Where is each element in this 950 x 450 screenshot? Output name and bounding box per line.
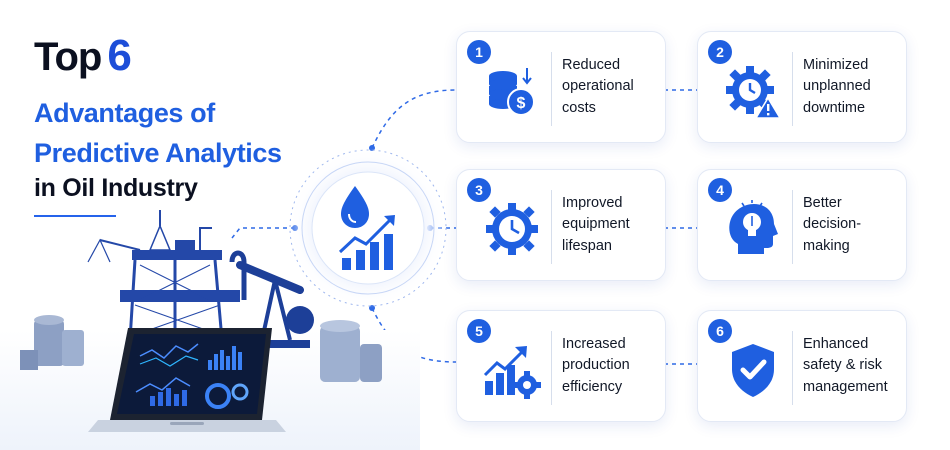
advantage-card-5: 5 Increased production efficiency: [456, 310, 666, 422]
card-divider: [792, 190, 793, 264]
oil-rig-icon: [87, 210, 240, 341]
shield-check-icon: [732, 344, 774, 397]
card-divider: [551, 331, 552, 405]
advantage-number-badge: 4: [708, 178, 732, 202]
storage-tanks-right-icon: [320, 320, 382, 382]
advantage-card-1: 1 $ Reduced operational costs: [456, 31, 666, 143]
advantage-label: Reduced operational costs: [562, 57, 634, 116]
title-line-1: Advantages of: [34, 98, 215, 128]
gear-clock-icon: [486, 203, 538, 255]
hub-oil-analytics-icon: [288, 148, 448, 308]
growth-gear-icon: [483, 346, 541, 399]
advantage-label: Minimized unplanned downtime: [803, 57, 871, 116]
card-divider: [551, 52, 552, 126]
svg-text:$: $: [517, 95, 526, 112]
pump-jack-icon: [229, 250, 314, 348]
title-line-2: Predictive Analytics: [34, 138, 282, 168]
coins-dollar-icon: $: [489, 68, 535, 116]
storage-tanks-icon: [20, 315, 84, 370]
title-top-word: Top: [34, 35, 102, 79]
advantage-card-6: 6 Enhanced safety & risk management: [697, 310, 907, 422]
card-divider: [792, 331, 793, 405]
laptop-dashboard-icon: [88, 328, 286, 432]
advantage-number-badge: 5: [467, 319, 491, 343]
advantage-label: Increased production efficiency: [562, 336, 630, 395]
advantage-number-badge: 6: [708, 319, 732, 343]
gear-clock-warning-icon: [726, 66, 782, 119]
advantage-label: Better decision-making: [803, 195, 862, 254]
advantage-number-badge: 1: [467, 40, 491, 64]
advantage-label: Enhanced safety & risk management: [803, 336, 888, 395]
connector-lines: [231, 89, 697, 365]
advantage-number-badge: 3: [467, 178, 491, 202]
advantage-label: Improved equipment lifespan: [562, 195, 630, 254]
advantage-number-badge: 2: [708, 40, 732, 64]
title-top-number: 6: [107, 31, 132, 80]
head-lightbulb-icon: [729, 200, 778, 254]
title-line-3: in Oil Industry: [34, 174, 198, 202]
card-divider: [792, 52, 793, 126]
title-underline: [34, 215, 116, 217]
card-divider: [551, 190, 552, 264]
advantage-card-3: 3 Improved equipment lifespan: [456, 169, 666, 281]
advantage-card-4: 4 Better decision-making: [697, 169, 907, 281]
advantage-card-2: 2 Minimized unplanned downtime: [697, 31, 907, 143]
